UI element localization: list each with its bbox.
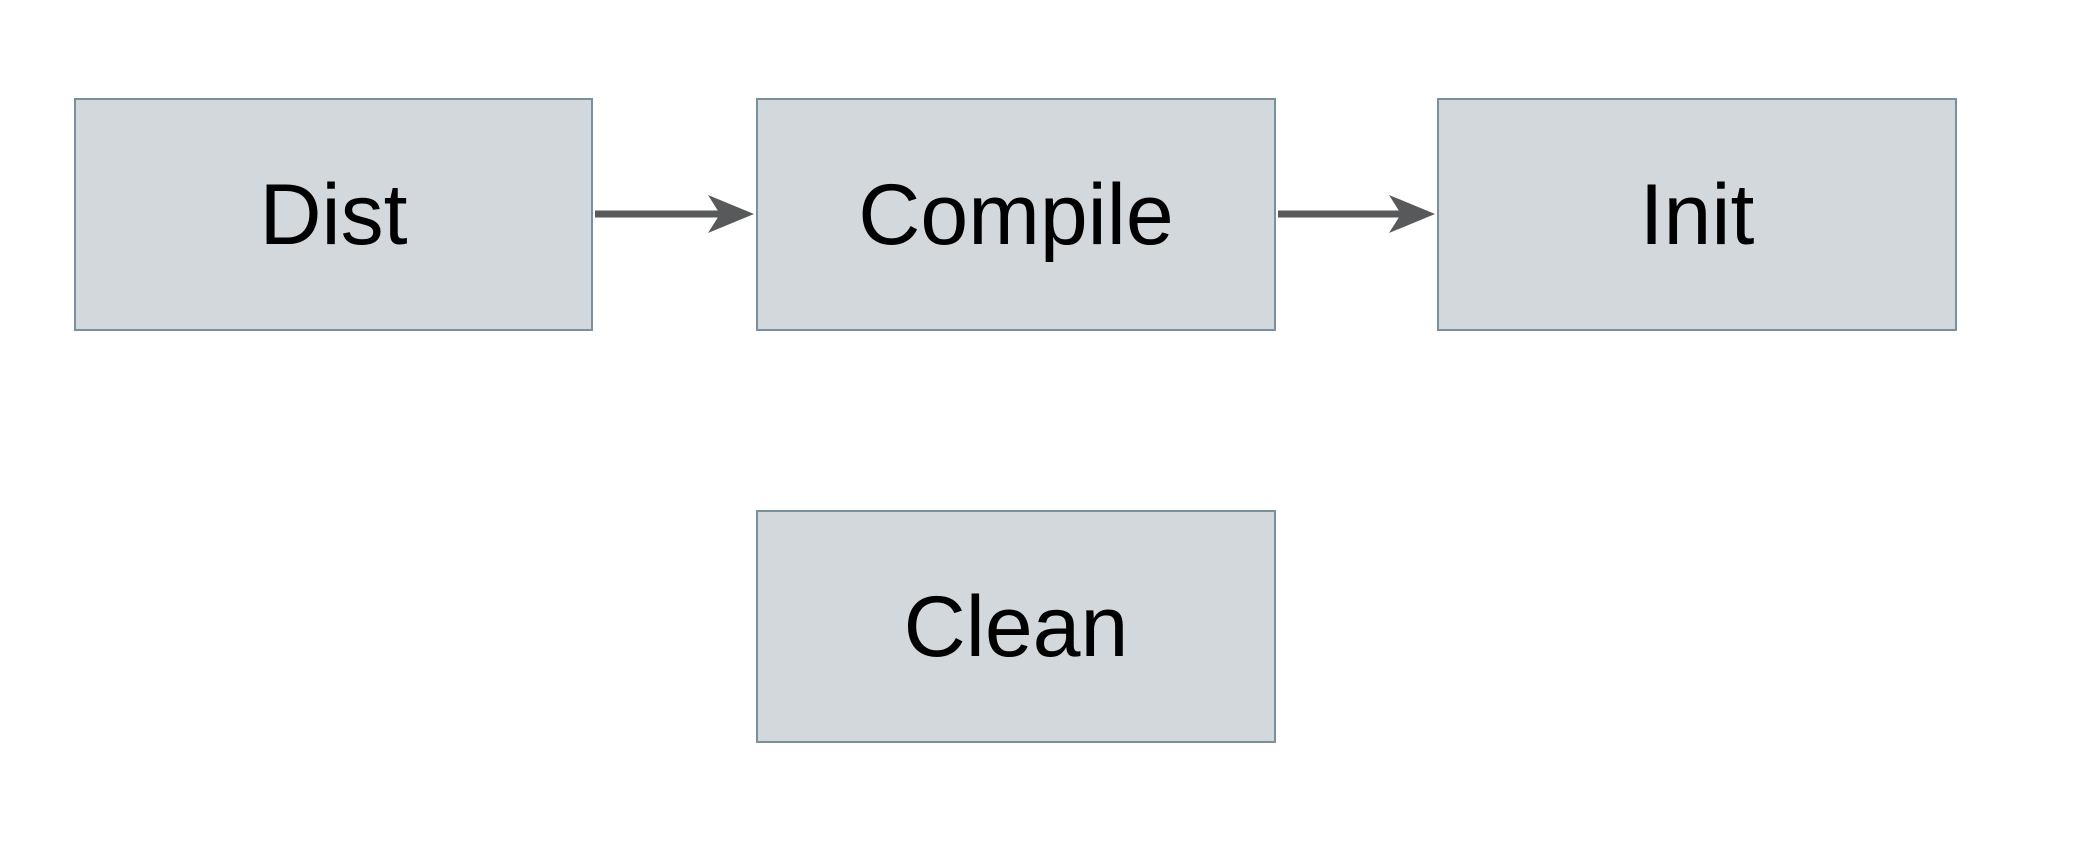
arrowhead-icon	[708, 195, 754, 233]
node-compile-label: Compile	[858, 166, 1174, 263]
arrowhead-icon	[1389, 195, 1435, 233]
node-clean-label: Clean	[903, 578, 1129, 675]
node-init-label: Init	[1639, 166, 1755, 263]
node-clean[interactable]: Clean	[756, 510, 1276, 743]
node-dist[interactable]: Dist	[74, 98, 593, 331]
arrow-compile-to-init[interactable]	[1278, 195, 1435, 233]
node-dist-label: Dist	[259, 166, 408, 263]
arrow-dist-to-compile[interactable]	[595, 195, 754, 233]
node-compile[interactable]: Compile	[756, 98, 1276, 331]
node-init[interactable]: Init	[1437, 98, 1957, 331]
